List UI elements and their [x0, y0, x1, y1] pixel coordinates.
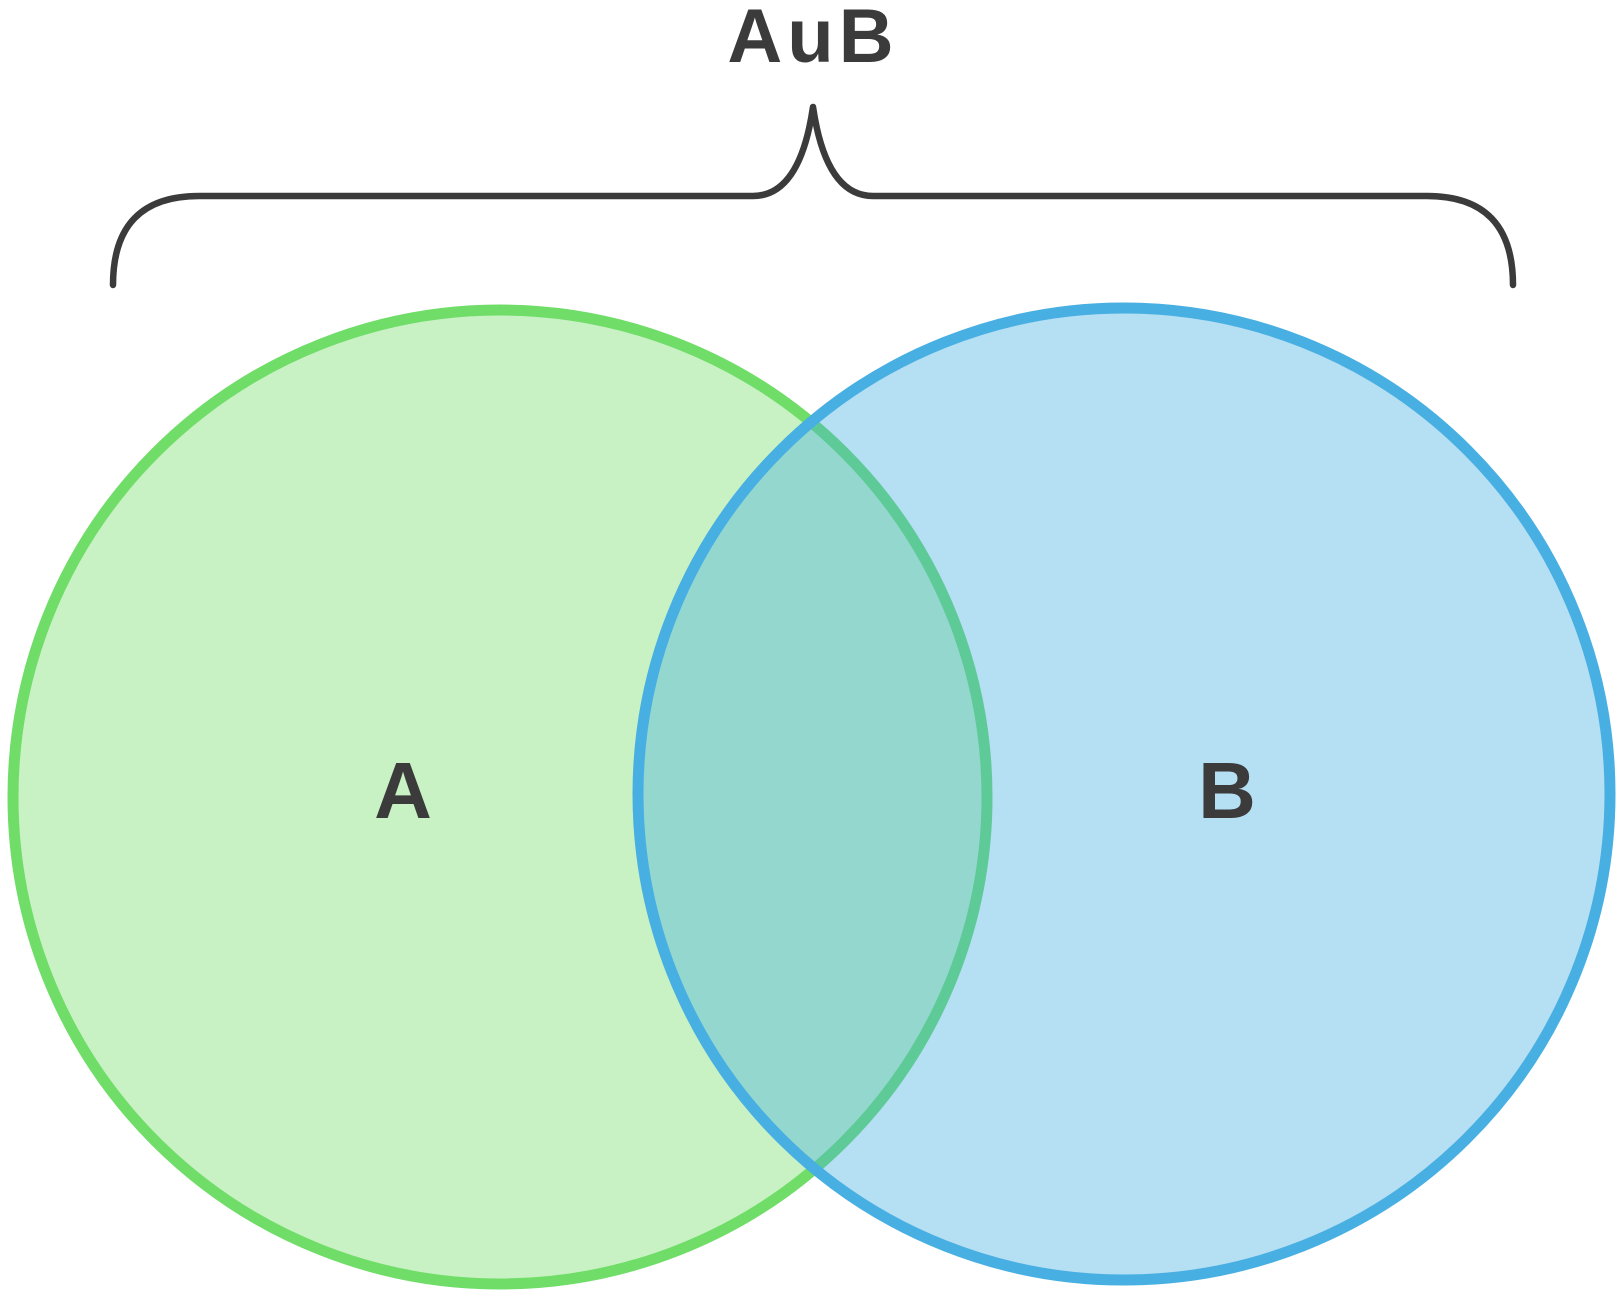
set-b-label: B — [1198, 746, 1256, 835]
set-b-circle — [632, 302, 1616, 1286]
union-title: AuB — [727, 0, 898, 79]
set-a-circle — [7, 304, 993, 1290]
union-brace — [109, 103, 1517, 289]
set-a-label: A — [374, 746, 432, 835]
